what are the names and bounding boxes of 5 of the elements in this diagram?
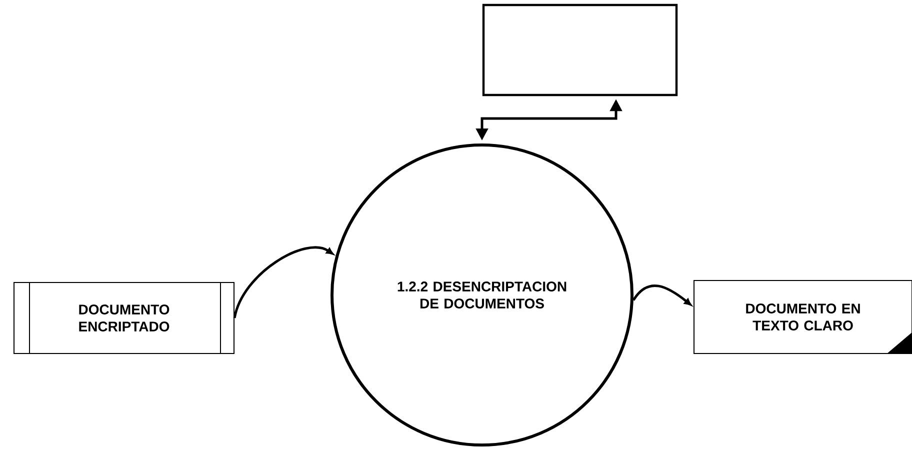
- data-store-box: DOCUMENTO ENCRIPTADO: [14, 282, 234, 354]
- arrow: [632, 284, 692, 306]
- arrow: [233, 246, 334, 318]
- external-box: [482, 4, 678, 96]
- external-entity-box: DOCUMENTO EN TEXTO CLARO: [694, 280, 912, 354]
